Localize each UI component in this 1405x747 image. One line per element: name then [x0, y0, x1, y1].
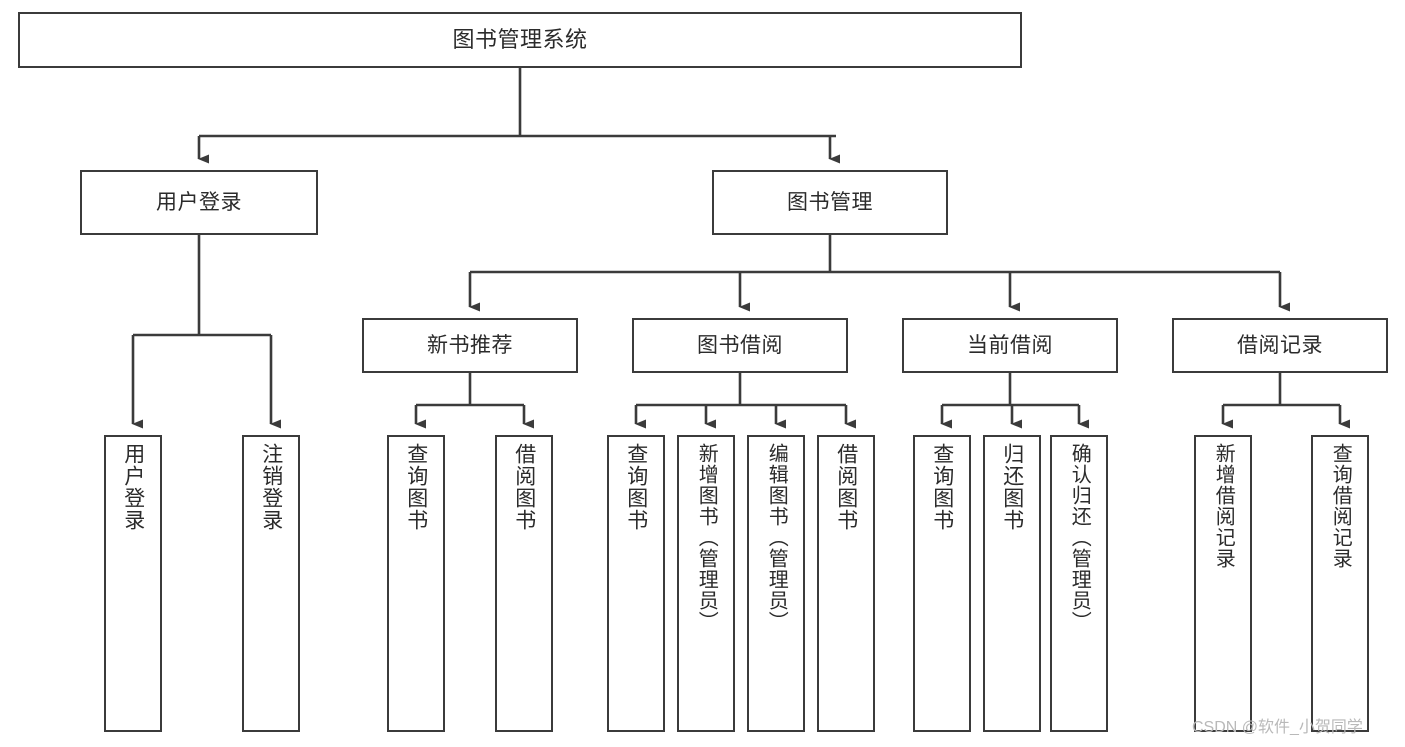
node-label: 用户登录	[121, 443, 145, 531]
node-leaf-logout-login[interactable]: 注销登录	[242, 435, 300, 732]
node-label: 图书借阅	[697, 333, 783, 357]
node-leaf-user-login[interactable]: 用户登录	[104, 435, 162, 732]
node-leaf-borrow-book-2[interactable]: 借阅图书	[817, 435, 875, 732]
node-leaf-query-book-2[interactable]: 查询图书	[607, 435, 665, 732]
node-leaf-confirm-return[interactable]: 确认归还（管理员）	[1050, 435, 1108, 732]
node-leaf-query-book-1[interactable]: 查询图书	[387, 435, 445, 732]
node-label: 新增借阅记录	[1212, 443, 1235, 569]
node-label: 借阅记录	[1237, 333, 1323, 357]
node-new-book-recommend[interactable]: 新书推荐	[362, 318, 578, 373]
node-label: 当前借阅	[967, 333, 1053, 357]
node-book-borrow[interactable]: 图书借阅	[632, 318, 848, 373]
node-label: 图书管理	[787, 190, 873, 214]
node-current-borrow[interactable]: 当前借阅	[902, 318, 1118, 373]
node-label: 借阅图书	[834, 443, 858, 531]
node-borrow-record[interactable]: 借阅记录	[1172, 318, 1388, 373]
node-leaf-edit-book[interactable]: 编辑图书（管理员）	[747, 435, 805, 732]
node-label: 用户登录	[156, 190, 242, 214]
node-label: 新书推荐	[427, 333, 513, 357]
node-label: 借阅图书	[512, 443, 536, 531]
node-leaf-add-book[interactable]: 新增图书（管理员）	[677, 435, 735, 732]
node-label: 图书管理系统	[452, 26, 588, 52]
node-label: 查询图书	[404, 443, 428, 531]
node-label: 确认归还（管理员）	[1068, 443, 1091, 632]
node-label: 注销登录	[259, 443, 283, 531]
node-leaf-query-book-3[interactable]: 查询图书	[913, 435, 971, 732]
node-leaf-query-record[interactable]: 查询借阅记录	[1311, 435, 1369, 732]
node-leaf-borrow-book-1[interactable]: 借阅图书	[495, 435, 553, 732]
node-book-management[interactable]: 图书管理	[712, 170, 948, 235]
node-label: 查询图书	[624, 443, 648, 531]
node-label: 查询借阅记录	[1329, 443, 1352, 569]
node-label: 新增图书（管理员）	[695, 443, 718, 632]
node-leaf-return-book[interactable]: 归还图书	[983, 435, 1041, 732]
node-label: 归还图书	[1000, 443, 1024, 531]
node-leaf-add-record[interactable]: 新增借阅记录	[1194, 435, 1252, 732]
watermark-text: CSDN @软件_小贺同学	[1192, 719, 1363, 736]
node-label: 编辑图书（管理员）	[765, 443, 788, 632]
node-label: 查询图书	[930, 443, 954, 531]
node-user-login[interactable]: 用户登录	[80, 170, 318, 235]
node-root-system[interactable]: 图书管理系统	[18, 12, 1022, 68]
